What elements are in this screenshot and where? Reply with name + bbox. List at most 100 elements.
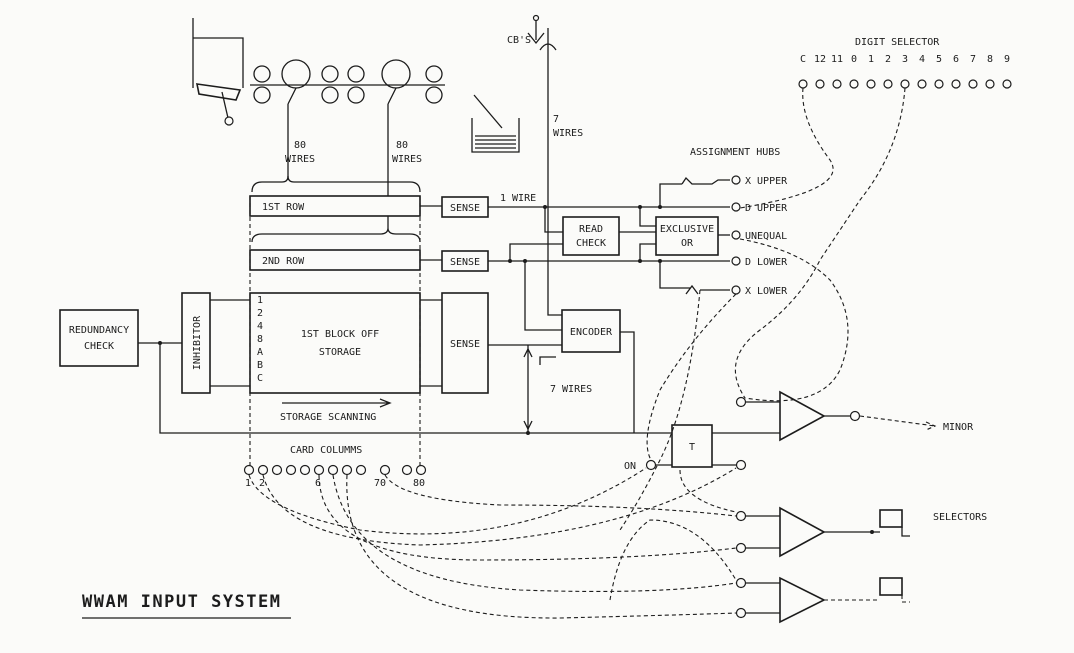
digit-selector: C 12 11 0 1 2 3 4 5 6 7 8 9 [798,54,1012,89]
sense-label-2: SENSE [450,257,480,268]
cbs-label: CB'S [507,35,531,46]
hub-x-upper[interactable] [731,175,741,185]
card-column-hub[interactable] [341,464,353,476]
assignment-hubs-title: ASSIGNMENT HUBS [690,147,780,158]
exclusive-or-label-2: OR [681,238,694,249]
digit-hub[interactable] [951,79,961,89]
encoder-box [561,309,621,353]
digit-hub[interactable] [866,79,876,89]
scanning-arrow [282,398,392,408]
card-column-hub[interactable] [285,464,297,476]
seven-wires-top-num: 7 [553,114,559,125]
digit-hub[interactable] [849,79,859,89]
digit-hub[interactable] [900,79,910,89]
seven-wires-mid-label: 7 WIRES [550,384,592,395]
timer-box [671,424,713,468]
card-column-hub[interactable] [415,464,427,476]
card-column-hub[interactable] [257,464,269,476]
minor-label: MINOR [943,422,974,433]
digit-hub[interactable] [917,79,927,89]
hub-d-upper[interactable] [731,202,741,212]
hub-unequal[interactable] [731,230,741,240]
storage-row-labels: 1 2 4 8 A B C [257,295,263,384]
amp-output-hub[interactable] [849,410,861,422]
encoder-label: ENCODER [570,327,613,338]
storage-label-1: 1ST BLOCK OFF [301,329,379,340]
timer-out-hub[interactable] [735,459,747,471]
eighty-left-wires: WIRES [285,154,315,165]
digit-label: 2 [885,54,891,65]
card-column-hub[interactable] [379,464,391,476]
digit-label: 1 [868,54,874,65]
card-column-guides [249,196,421,468]
storage-row-label: 1 [257,295,263,306]
sense-box-3 [441,292,489,394]
eighty-right-wires: WIRES [392,154,422,165]
amp-input-hub[interactable] [735,510,747,522]
timer-label: T [689,442,695,453]
amplifiers [735,390,910,624]
eighty-left-num: 80 [294,140,306,151]
digit-hub[interactable] [832,79,842,89]
digit-hub[interactable] [985,79,995,89]
amp-input-hub[interactable] [735,607,747,619]
amp-input-hub[interactable] [735,542,747,554]
card-feed-mechanism [192,18,520,153]
digit-hub[interactable] [1002,79,1012,89]
card-columns-label: CARD COLUMMS [290,445,362,456]
card-column-hub[interactable] [327,464,339,476]
first-row-label: 1ST ROW [262,202,305,213]
hub-label-x-lower: X LOWER [745,286,788,297]
digit-selector-title: DIGIT SELECTOR [855,37,940,48]
digit-label: 11 [831,54,843,65]
storage-row-label: 2 [257,308,263,319]
digit-label: 0 [851,54,857,65]
amplifier-selectors-2 [779,576,826,624]
plug-wires [248,87,937,619]
card-column-hub[interactable] [355,464,367,476]
digit-label: 12 [814,54,826,65]
hub-x-lower[interactable] [731,285,741,295]
one-wire-label: 1 WIRE [500,193,536,204]
card-column-hub[interactable] [299,464,311,476]
amp-input-hub[interactable] [735,396,747,408]
second-row-label: 2ND ROW [262,256,305,267]
digit-label: 8 [987,54,993,65]
sense-label-3: SENSE [450,339,480,350]
amp-input-hub[interactable] [735,577,747,589]
digit-label: 5 [936,54,942,65]
read-check-box [562,216,620,256]
card-column-hub[interactable] [271,464,283,476]
row-wiring [488,176,730,331]
storage-label-2: STORAGE [319,347,361,358]
digit-hub[interactable] [883,79,893,89]
amplifier-selectors [779,506,826,558]
wire-bundles: 80 WIRES 80 WIRES [251,128,422,243]
selector-relay-2 [879,577,903,596]
col-num: 2 [259,478,265,489]
amplifier-minor [779,390,826,442]
digit-hub[interactable] [934,79,944,89]
col-num: 80 [413,478,425,489]
storage-row-label: 8 [257,334,263,345]
hub-label-x-upper: X UPPER [745,176,788,187]
timer-on-hub[interactable] [645,459,657,471]
redundancy-label-1: REDUNDANCY [69,325,129,336]
hub-d-lower[interactable] [731,256,741,266]
digit-hub[interactable] [815,79,825,89]
exclusive-or-box [655,216,719,256]
card-column-hub[interactable] [401,464,413,476]
storage-row-label: 4 [257,321,263,332]
digit-hub[interactable] [798,79,808,89]
storage-row-label: B [257,360,263,371]
card-column-hub[interactable] [243,464,255,476]
digit-label: 4 [919,54,925,65]
card-column-hub[interactable] [313,464,325,476]
digit-label: 3 [902,54,908,65]
seven-wires-top: WIRES [553,128,583,139]
digit-label: C [800,54,806,65]
digit-hub[interactable] [968,79,978,89]
selector-relay-1 [879,509,903,528]
digit-label: 6 [953,54,959,65]
